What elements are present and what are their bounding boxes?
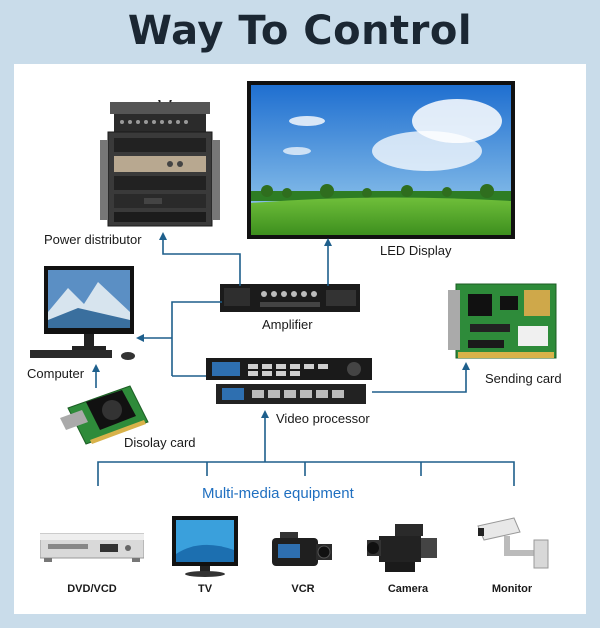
led-display-label: LED Display [380, 243, 452, 258]
power-distributor-image [100, 100, 220, 227]
display-card-label: Disolay card [124, 435, 196, 450]
power-distributor-label: Power distributor [44, 232, 142, 247]
sending-card-label: Sending card [485, 371, 562, 386]
led-display-image [247, 81, 515, 239]
vcr-image [272, 532, 332, 566]
device-label-dvd: DVD/VCD [67, 583, 117, 595]
tv-image [172, 516, 238, 577]
monitor-camera-image [477, 517, 549, 569]
video-processor-image [206, 358, 372, 404]
computer-image [30, 266, 135, 360]
device-label-monitor: Monitor [491, 583, 533, 595]
amplifier-label: Amplifier [262, 317, 313, 332]
device-label-camera: Camera [387, 583, 429, 595]
device-label-vcr: VCR [291, 583, 315, 595]
dvd-player-image [40, 533, 144, 562]
computer-label: Computer [27, 366, 85, 381]
device-label-tv: TV [197, 583, 213, 595]
sending-card-image [448, 283, 557, 359]
video-processor-label: Video processor [276, 411, 370, 426]
display-card-image [60, 385, 149, 445]
multimedia-label: Multi-media equipment [202, 485, 354, 502]
page-title: Way To Control [127, 8, 473, 54]
amplifier-image [220, 284, 360, 312]
camera-image [367, 524, 437, 572]
